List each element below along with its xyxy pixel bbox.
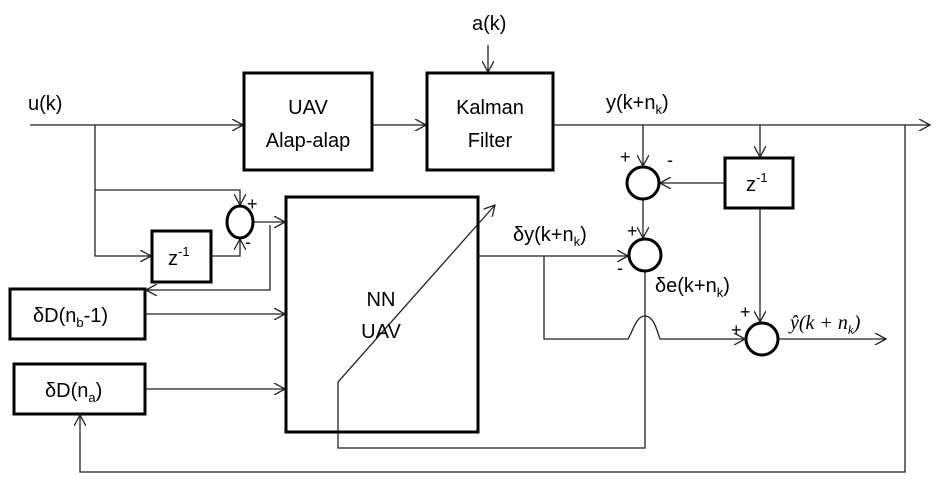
delay-right-label: z-1: [746, 170, 768, 196]
arrow-error-to-nn-adapt: [337, 205, 646, 449]
kalman-label-2: Filter: [468, 130, 513, 152]
sum-junction-left: [225, 204, 255, 240]
signal-delta-e: δe(k+nk): [655, 275, 730, 300]
arrow-feedback-to-dd-na: [80, 125, 906, 473]
sign-plus: +: [740, 302, 751, 322]
sign-plus: +: [620, 147, 631, 167]
nn-label-1: NN: [367, 289, 396, 311]
arrow-delay-to-sum-left: [211, 239, 240, 257]
delay-left-label: z-1: [168, 244, 190, 270]
sign-plus: +: [731, 320, 742, 340]
sign-minus: -: [617, 258, 623, 278]
nn-uav-block: NN UAV: [284, 195, 480, 434]
dd-nb-label: δD(nb-1): [33, 305, 108, 330]
signal-y-hat: ŷ(k + nk): [788, 312, 861, 337]
sign-plus: +: [627, 221, 638, 241]
sum-junction-bottom: [744, 321, 780, 357]
signal-u: u(k): [28, 93, 62, 115]
dd-na-label: δD(na): [45, 380, 102, 405]
uav-label-1: UAV: [288, 97, 328, 119]
kalman-filter-block: Kalman Filter: [425, 71, 555, 172]
nn-label-2: UAV: [361, 321, 401, 343]
uav-block: UAV Alap-alap: [242, 71, 374, 172]
arrow-u-to-sum-left: [95, 189, 240, 205]
connections: [30, 45, 930, 473]
delay-left-block: z-1: [150, 229, 213, 284]
sign-minus: -: [245, 232, 251, 252]
sign-minus: -: [667, 150, 673, 170]
dd-na-block: δD(na): [12, 362, 147, 416]
arrow-u-to-delay: [94, 125, 151, 256]
sign-plus: +: [247, 194, 258, 214]
signal-y: y(k+nk): [606, 92, 669, 117]
sum-junction-top: [625, 165, 661, 201]
arrow-to-dd-nb: [146, 225, 271, 290]
uav-label-2: Alap-alap: [266, 130, 351, 152]
delay-right-block: z-1: [723, 156, 795, 210]
dd-nb-block: δD(nb-1): [8, 287, 147, 341]
sum-junction-middle: [627, 237, 663, 273]
kalman-label-1: Kalman: [456, 97, 524, 119]
signal-a: a(k): [472, 13, 506, 35]
signal-delta-y: δy(k+nk): [513, 224, 587, 249]
